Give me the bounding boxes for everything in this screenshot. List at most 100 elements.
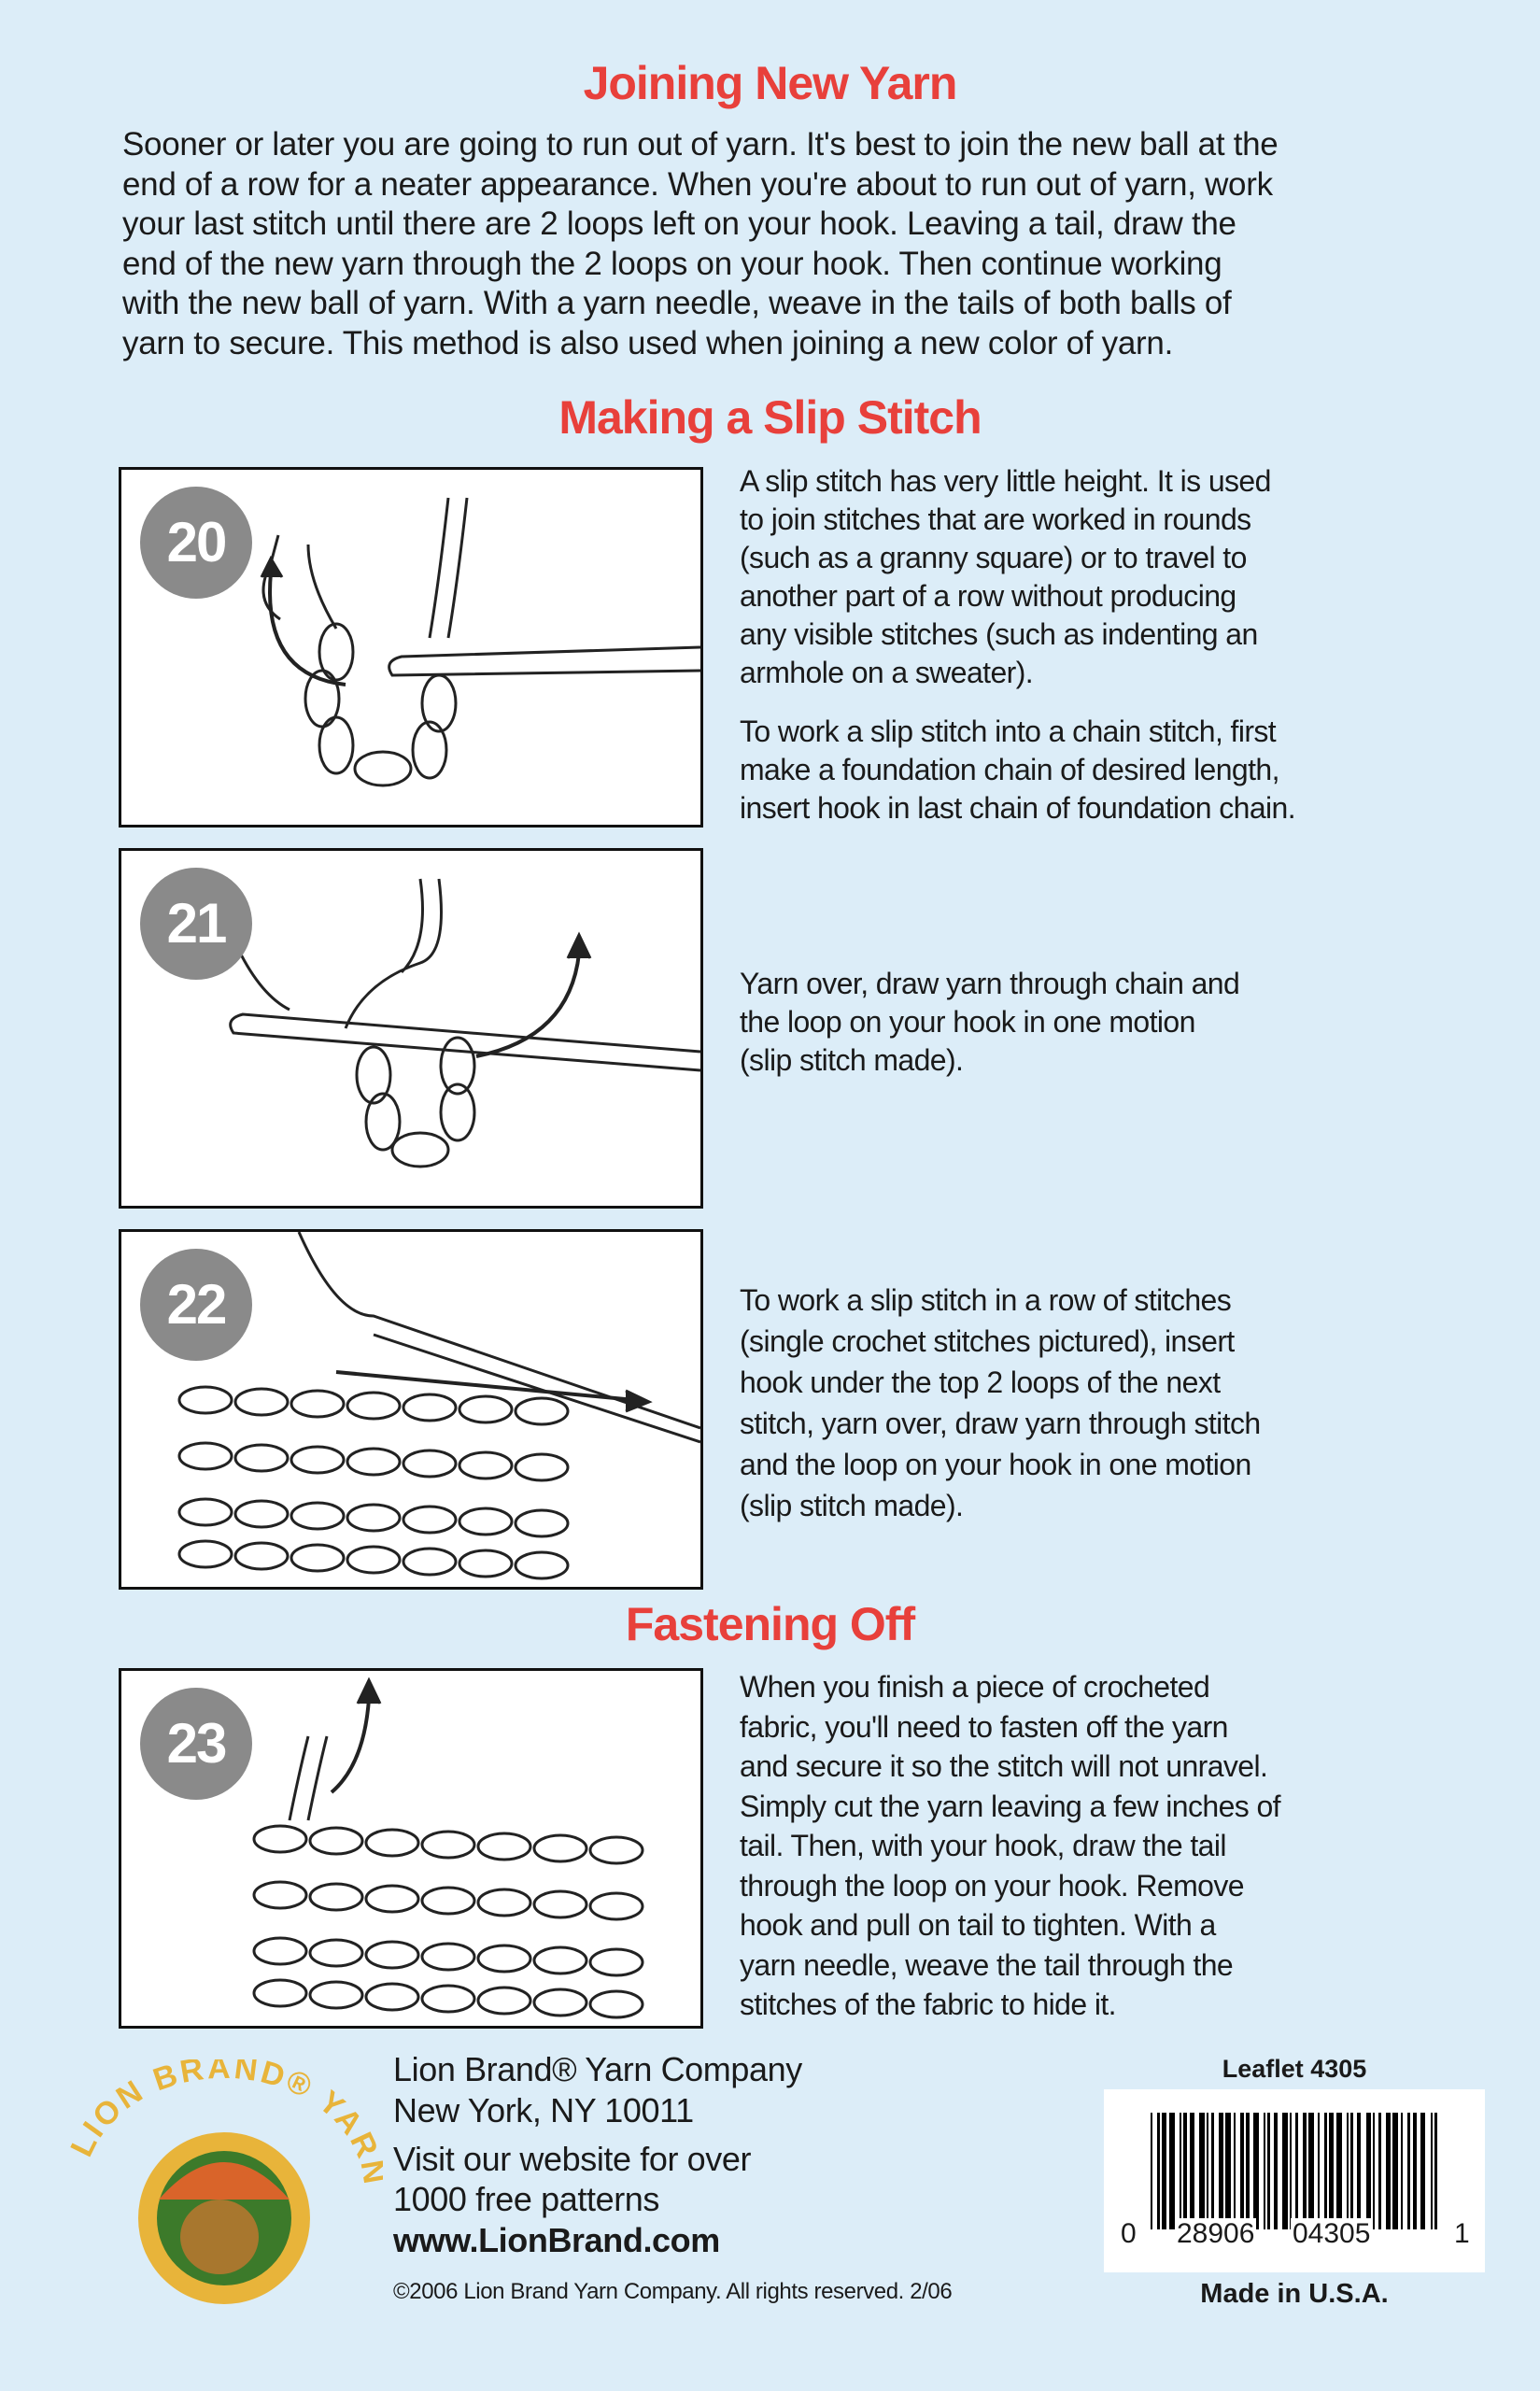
barcode-bar xyxy=(1356,2113,1362,2229)
heading-joining-new-yarn: Joining New Yarn xyxy=(583,57,958,109)
barcode-bar xyxy=(1183,2113,1187,2229)
text-line: the loop on your hook in one motion xyxy=(740,1005,1195,1039)
barcode-bar xyxy=(1323,2113,1328,2229)
text-line: Yarn over, draw yarn through chain and xyxy=(740,967,1240,1000)
step-21-text: Yarn over, draw yarn through chain and t… xyxy=(740,965,1240,1080)
barcode-bar xyxy=(1266,2113,1270,2229)
barcode-bar xyxy=(1302,2113,1307,2229)
lion-brand-logo: LION BRAND® YARN xyxy=(65,2059,383,2304)
copyright: ©2006 Lion Brand Yarn Company. All right… xyxy=(393,2279,953,2304)
stitch-row-illustration xyxy=(177,1232,700,1580)
barcode-bar xyxy=(1290,2113,1292,2229)
text-line: (slip stitch made). xyxy=(740,1489,964,1522)
barcode-bar xyxy=(1225,2113,1231,2229)
barcode-bar xyxy=(1386,2113,1391,2229)
illustration-step-22: 22 xyxy=(119,1229,703,1590)
text-line: your last stitch until there are 2 loops… xyxy=(122,205,1236,242)
illustration-step-21: 21 xyxy=(119,848,703,1209)
barcode-bar xyxy=(1329,2113,1334,2229)
barcode-bar xyxy=(1308,2113,1315,2229)
barcode-bar xyxy=(1350,2113,1354,2229)
barcode-bar xyxy=(1407,2113,1411,2229)
barcode-bar xyxy=(1157,2113,1161,2229)
barcode-bar xyxy=(1434,2113,1437,2229)
text-line: with the new ball of yarn. With a yarn n… xyxy=(122,285,1232,321)
illustration-step-20: 20 xyxy=(119,467,703,828)
barcode-bar xyxy=(1317,2113,1320,2229)
barcode-bar xyxy=(1336,2113,1343,2229)
barcode-bar xyxy=(1252,2113,1259,2229)
hook-chain-illustration xyxy=(222,878,700,1168)
text-line: hook under the top 2 loops of the next xyxy=(740,1365,1221,1399)
fasten-off-illustration xyxy=(252,1677,644,2019)
text-line: yarn needle, weave the tail through the xyxy=(740,1947,1234,1982)
text-line: yarn to secure. This method is also used… xyxy=(122,324,1173,361)
barcode-bar xyxy=(1378,2113,1382,2229)
joining-paragraph: Sooner or later you are going to run out… xyxy=(122,125,1279,363)
barcode-bar xyxy=(1282,2113,1288,2229)
barcode-digit: 0 xyxy=(1121,2218,1137,2249)
visit-text-1: Visit our website for over xyxy=(393,2140,752,2178)
barcode-bar xyxy=(1347,2113,1349,2229)
text-line: A slip stitch has very little height. It… xyxy=(740,464,1271,498)
barcode-digits: 28906 xyxy=(1175,2218,1257,2250)
barcode: 0 28906 04305 1 xyxy=(1104,2089,1485,2272)
website-link[interactable]: www.LionBrand.com xyxy=(393,2221,720,2259)
step-23-text: When you finish a piece of crocheted fab… xyxy=(740,1668,1281,2026)
barcode-digit: 1 xyxy=(1454,2218,1470,2249)
step-22-text: To work a slip stitch in a row of stitch… xyxy=(740,1281,1261,1528)
barcode-bar xyxy=(1234,2113,1236,2229)
heading-fastening-off: Fastening Off xyxy=(625,1598,915,1650)
text-line: (such as a granny square) or to travel t… xyxy=(740,541,1247,574)
barcode-bar xyxy=(1273,2113,1279,2229)
barcode-bar xyxy=(1211,2113,1215,2229)
barcode-bars xyxy=(1151,2113,1440,2229)
heading-making-slip-stitch: Making a Slip Stitch xyxy=(558,391,982,444)
text-line: fabric, you'll need to fasten off the ya… xyxy=(740,1709,1228,1744)
barcode-bar xyxy=(1245,2113,1250,2229)
text-line: make a foundation chain of desired lengt… xyxy=(740,753,1279,786)
text-line: Sooner or later you are going to run out… xyxy=(122,126,1279,163)
illustration-step-23: 23 xyxy=(119,1668,703,2029)
step-20-text: A slip stitch has very little height. It… xyxy=(740,462,1296,828)
barcode-bar xyxy=(1294,2113,1298,2229)
text-line: (slip stitch made). xyxy=(740,1043,964,1077)
barcode-bar xyxy=(1219,2113,1223,2229)
barcode-bar xyxy=(1180,2113,1182,2229)
text-line: any visible stitches (such as indenting … xyxy=(740,617,1258,651)
barcode-bar xyxy=(1392,2113,1398,2229)
leaflet-number: Leaflet 4305 xyxy=(1222,2055,1367,2083)
barcode-bar xyxy=(1169,2113,1176,2229)
barcode-bar xyxy=(1190,2113,1194,2229)
visit-text-2: 1000 free patterns xyxy=(393,2180,660,2218)
step-number-badge: 23 xyxy=(140,1688,252,1800)
step-number-badge: 22 xyxy=(140,1249,252,1361)
text-line: end of the new yarn through the 2 loops … xyxy=(122,245,1222,282)
text-line: To work a slip stitch in a row of stitch… xyxy=(740,1283,1232,1317)
barcode-bar xyxy=(1373,2113,1376,2229)
text-line: another part of a row without producing xyxy=(740,579,1236,613)
barcode-bar xyxy=(1401,2113,1404,2229)
text-line: to join stitches that are worked in roun… xyxy=(740,502,1251,536)
hook-chain-illustration xyxy=(260,497,700,787)
barcode-bar xyxy=(1151,2113,1152,2229)
text-line: and the loop on your hook in one motion xyxy=(740,1448,1251,1481)
text-line: To work a slip stitch into a chain stitc… xyxy=(740,714,1277,748)
text-line: end of a row for a neater appearance. Wh… xyxy=(122,165,1273,203)
text-line: When you finish a piece of crocheted xyxy=(740,1670,1210,1704)
barcode-bar xyxy=(1240,2113,1244,2229)
text-line: insert hook in last chain of foundation … xyxy=(740,791,1296,825)
text-line: stitch, yarn over, draw yarn through sti… xyxy=(740,1407,1261,1440)
text-line: (single crochet stitches pictured), inse… xyxy=(740,1324,1235,1358)
barcode-bar xyxy=(1412,2113,1418,2229)
barcode-bar xyxy=(1420,2113,1426,2229)
barcode-bar xyxy=(1162,2113,1166,2229)
company-city: New York, NY 10011 xyxy=(393,2091,694,2129)
text-line: tail. Then, with your hook, draw the tai… xyxy=(740,1829,1226,1862)
company-name: Lion Brand® Yarn Company xyxy=(393,2050,802,2088)
text-line: and secure it so the stitch will not unr… xyxy=(740,1749,1268,1783)
step-number-badge: 20 xyxy=(140,487,252,599)
text-line: armhole on a sweater). xyxy=(740,656,1034,689)
barcode-bar xyxy=(1263,2113,1265,2229)
text-line: stitches of the fabric to hide it. xyxy=(740,1988,1117,2021)
